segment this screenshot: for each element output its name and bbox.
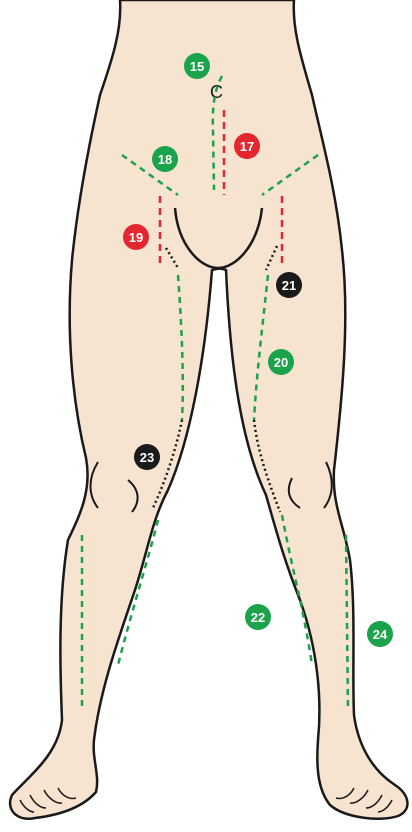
marker-18: 18	[152, 146, 178, 172]
marker-24: 24	[367, 621, 393, 647]
svg-text:20: 20	[274, 355, 288, 370]
marker-21: 21	[276, 272, 302, 298]
svg-text:21: 21	[282, 278, 296, 293]
marker-15: 15	[184, 53, 210, 79]
marker-23: 23	[134, 444, 160, 470]
marker-22: 22	[245, 604, 271, 630]
svg-text:24: 24	[373, 627, 388, 642]
svg-text:18: 18	[158, 152, 172, 167]
marker-20: 20	[268, 349, 294, 375]
svg-text:22: 22	[251, 610, 265, 625]
marker-19: 19	[123, 224, 149, 250]
svg-text:17: 17	[240, 139, 254, 154]
svg-text:19: 19	[129, 230, 143, 245]
svg-text:23: 23	[140, 450, 154, 465]
marker-17: 17	[234, 133, 260, 159]
umbilicus-label: C	[210, 82, 223, 102]
svg-text:15: 15	[190, 59, 204, 74]
body-outline	[10, 0, 407, 819]
